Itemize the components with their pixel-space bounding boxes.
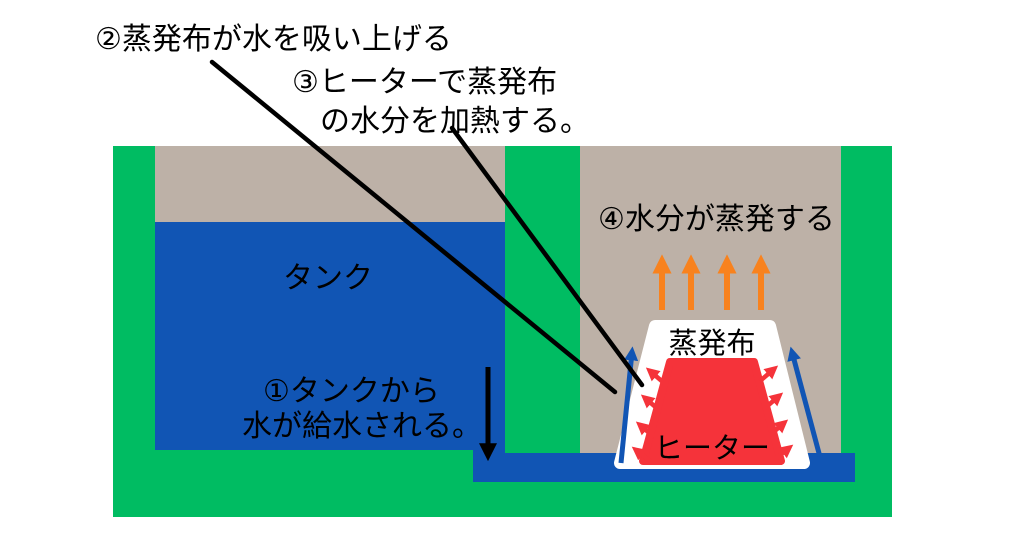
steam-arrows xyxy=(652,254,771,310)
label-step1-line2: 水が給水される。 xyxy=(242,410,482,443)
heater-label: ヒーター xyxy=(654,433,770,465)
heat-arrow-left-1 xyxy=(645,367,666,385)
pointer-line-step2 xyxy=(209,59,618,395)
wicking-arrow-right xyxy=(787,346,823,458)
tank-label: タンク xyxy=(283,262,373,295)
heat-arrow-right-3 xyxy=(768,419,789,437)
label-step3-line2: の水分を加熱する。 xyxy=(320,105,590,138)
tank-water xyxy=(155,222,505,450)
heat-arrow-right-2 xyxy=(763,392,784,410)
cloth-label: 蒸発布 xyxy=(668,327,755,360)
heat-arrow-right-4 xyxy=(773,444,794,461)
heat-arrow-left-3 xyxy=(635,421,656,439)
heat-arrows xyxy=(631,365,794,463)
heater-shape xyxy=(639,358,785,465)
label-step4: ④水分が蒸発する xyxy=(598,203,835,236)
heat-arrow-left-4 xyxy=(631,446,652,463)
heat-arrow-left-2 xyxy=(640,394,661,412)
label-step1-line1: ①タンクから xyxy=(263,375,440,408)
heat-arrow-right-1 xyxy=(758,365,779,383)
label-step2: ②蒸発布が水を吸い上げる xyxy=(95,23,452,56)
pointer-line-step3 xyxy=(449,125,645,388)
label-step3-line1: ③ヒーターで蒸発布 xyxy=(292,66,557,99)
